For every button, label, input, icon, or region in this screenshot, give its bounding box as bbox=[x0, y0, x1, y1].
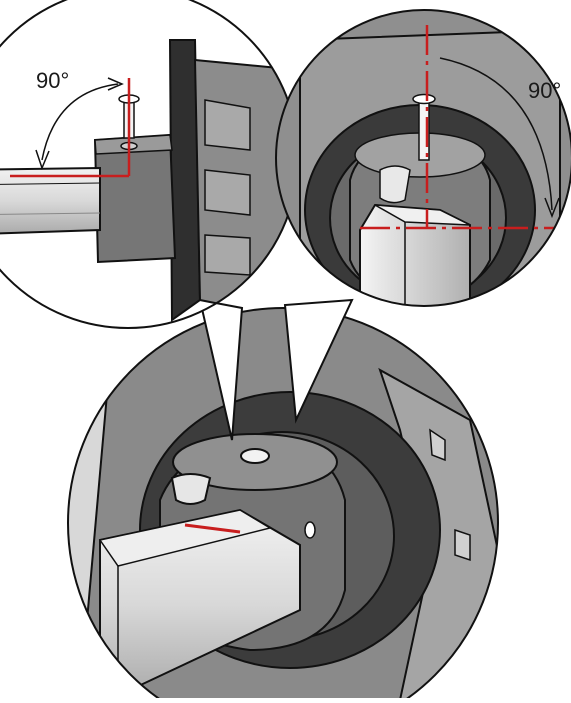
left-angle-label: 90° bbox=[36, 68, 70, 93]
bottom-detail-view bbox=[68, 308, 498, 703]
right-callout-wedge bbox=[283, 298, 354, 424]
left-detail-view bbox=[0, 0, 299, 329]
bottom-detail-border bbox=[67, 307, 499, 703]
right-angle-label: 90° bbox=[528, 78, 562, 103]
left-callout-wedge bbox=[198, 298, 244, 441]
right-detail-view bbox=[275, 9, 571, 307]
